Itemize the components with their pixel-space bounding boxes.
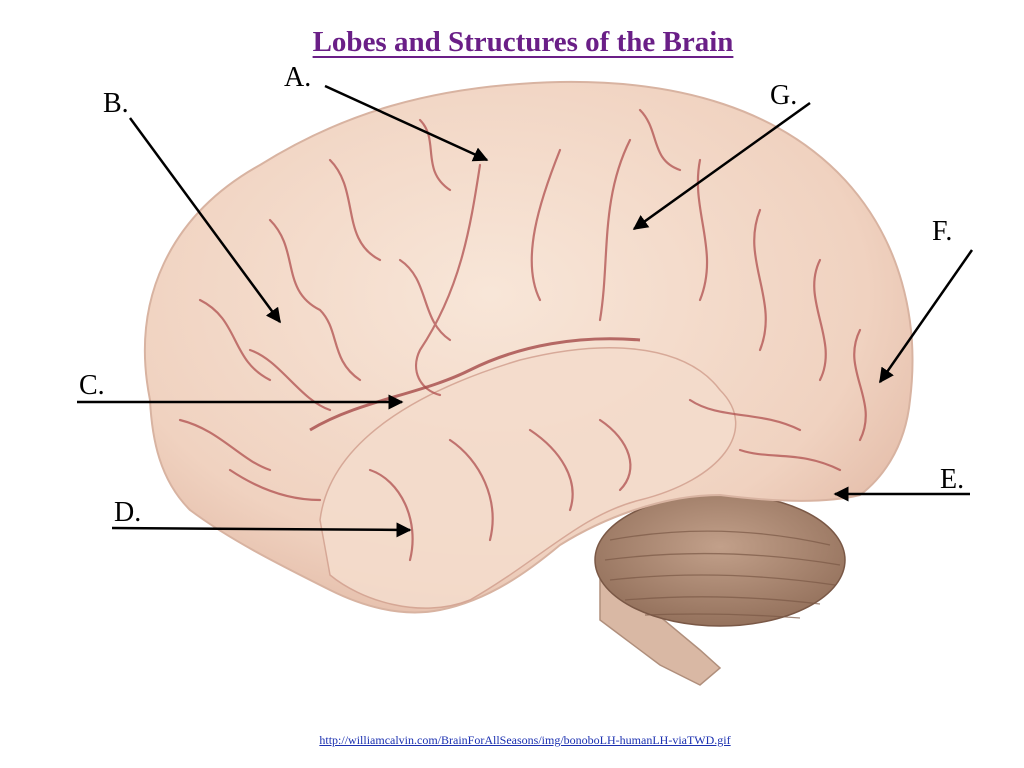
label-c: C.: [79, 370, 105, 401]
arrow-d: [111, 522, 412, 538]
lateral-sulcus: [309, 337, 641, 432]
arrow-b: [128, 117, 282, 324]
label-d: D.: [114, 497, 142, 528]
sulci: [178, 108, 867, 562]
label-e: E.: [940, 464, 965, 495]
arrow-g: [632, 101, 811, 231]
arrow-a: [324, 84, 489, 162]
label-b: B.: [103, 88, 129, 119]
label-a: A.: [284, 62, 312, 93]
page-title: Lobes and Structures of the Brain: [312, 26, 734, 58]
label-g: G.: [770, 80, 798, 111]
cerebellum: [594, 493, 846, 627]
arrow-f: [878, 249, 974, 384]
source-link[interactable]: http://williamcalvin.com/BrainForAllSeas…: [319, 733, 731, 747]
temporal-lobe-region: [319, 347, 737, 609]
label-f: F.: [932, 216, 953, 247]
pointer-arrows: [77, 84, 974, 538]
